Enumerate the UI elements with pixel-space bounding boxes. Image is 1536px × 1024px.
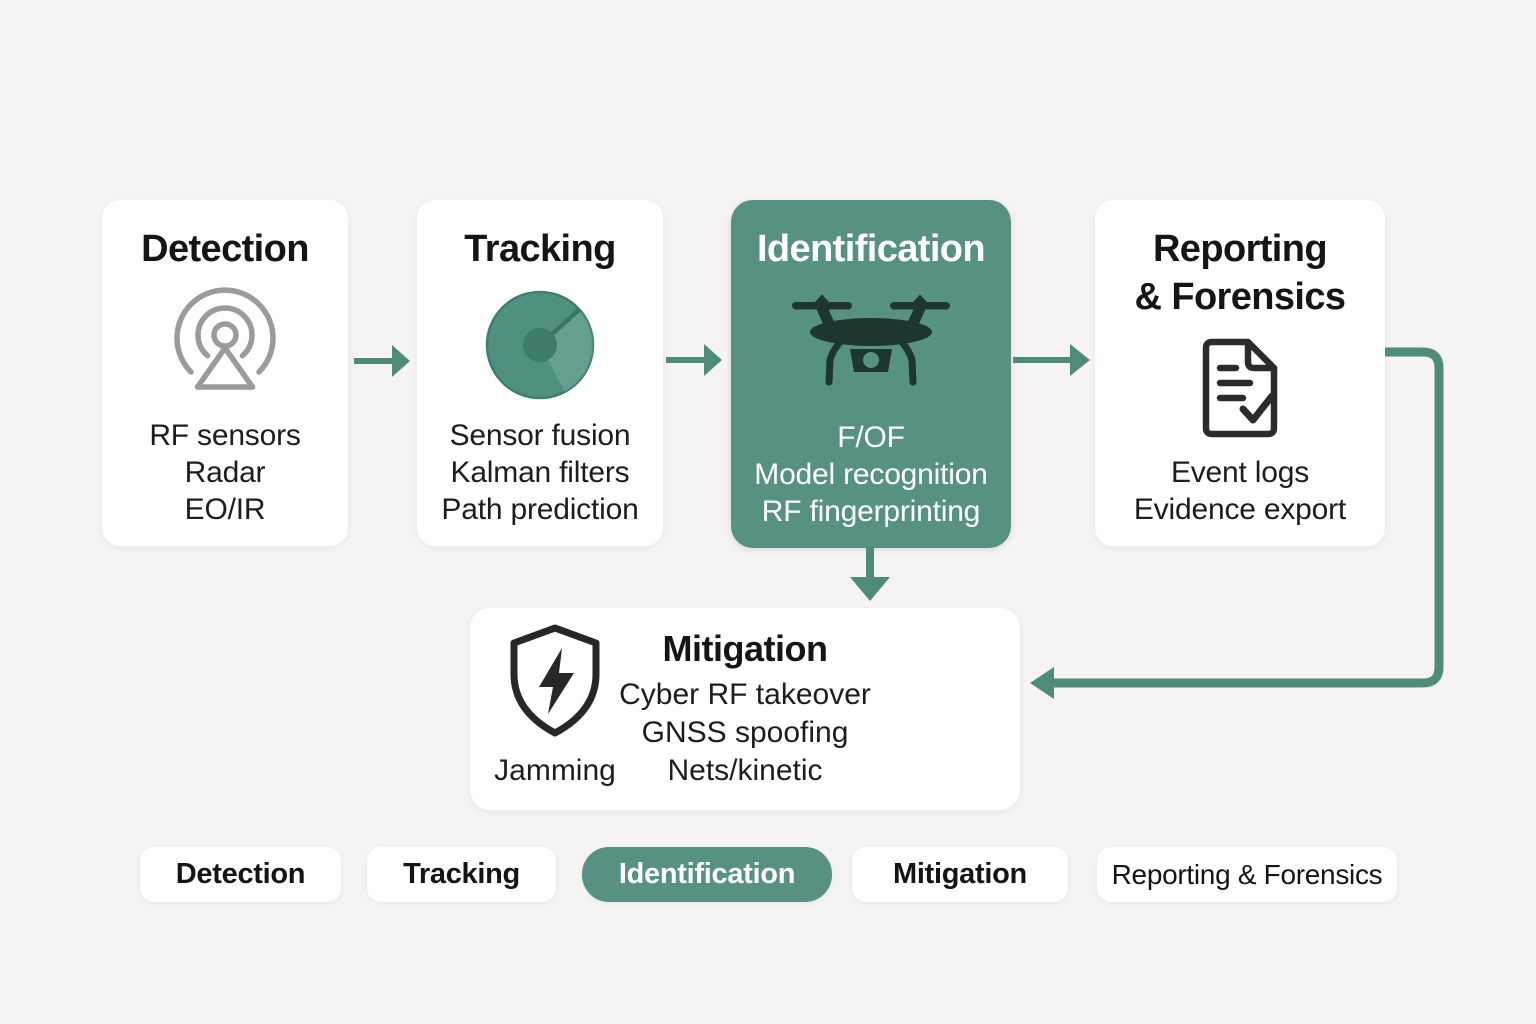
mitigation-item: Nets/kinetic bbox=[667, 754, 823, 787]
stage-item: Kalman filters bbox=[450, 456, 630, 489]
shield-icon-label: Jamming bbox=[494, 754, 616, 787]
stage-item: F/OF bbox=[837, 421, 905, 454]
mitigation-text-block: Mitigation Cyber RF takeover GNSS spoofi… bbox=[590, 628, 900, 790]
mitigation-card[interactable]: Jamming Mitigation Cyber RF takeover GNS… bbox=[470, 608, 1020, 810]
stage-item: Path prediction bbox=[441, 493, 639, 526]
shield-lightning-icon bbox=[505, 622, 605, 745]
stage-item: RF fingerprinting bbox=[761, 495, 981, 528]
tab-mitigation[interactable]: Mitigation bbox=[852, 847, 1068, 902]
stage-item: Model recognition bbox=[754, 458, 988, 491]
antenna-icon bbox=[163, 283, 288, 408]
stage-item: Event logs bbox=[1170, 456, 1310, 489]
stage-items: F/OF Model recognition RF fingerprinting bbox=[754, 419, 988, 530]
drone-icon bbox=[788, 292, 954, 400]
stage-items: Sensor fusion Kalman filters Path predic… bbox=[441, 417, 638, 528]
stage-item: EO/IR bbox=[184, 493, 266, 526]
tab-tracking[interactable]: Tracking bbox=[367, 847, 556, 902]
stage-item: RF sensors bbox=[149, 419, 301, 452]
tab-identification-selected[interactable]: Identification bbox=[582, 847, 832, 902]
stage-card-reporting-forensics[interactable]: Reporting & Forensics Event logs Evidenc… bbox=[1095, 200, 1385, 546]
stage-title: Reporting & Forensics bbox=[1134, 228, 1347, 318]
tab-reporting-forensics[interactable]: Reporting & Forensics bbox=[1097, 847, 1397, 902]
flow-arrow-identification-to-mitigation bbox=[850, 547, 890, 601]
stage-items: RF sensors Radar EO/IR bbox=[149, 417, 301, 528]
stage-item: Evidence export bbox=[1133, 493, 1347, 526]
stage-title: Detection bbox=[141, 228, 309, 270]
stage-card-tracking[interactable]: Tracking Sensor fusion Kalman filters Pa… bbox=[417, 200, 663, 546]
flow-arrow-detection-to-tracking bbox=[354, 345, 410, 377]
stage-title: Tracking bbox=[464, 228, 616, 270]
radar-icon bbox=[484, 289, 596, 401]
stage-title: Identification bbox=[756, 228, 986, 270]
stage-card-detection[interactable]: Detection RF sensors Radar EO/IR bbox=[102, 200, 348, 546]
stage-item: Sensor fusion bbox=[449, 419, 631, 452]
mitigation-title: Mitigation bbox=[662, 628, 828, 669]
document-check-icon bbox=[1196, 336, 1284, 440]
flow-arrow-reporting-to-mitigation-feedback bbox=[1030, 347, 1444, 699]
stage-items: Event logs Evidence export bbox=[1134, 454, 1346, 528]
stage-card-identification[interactable]: Identification F/OF Model recognition RF… bbox=[731, 200, 1011, 548]
mitigation-item: Cyber RF takeover bbox=[619, 678, 871, 711]
stage-item: Radar bbox=[184, 456, 266, 489]
tab-detection[interactable]: Detection bbox=[140, 847, 341, 902]
mitigation-items: Cyber RF takeover GNSS spoofing Nets/kin… bbox=[590, 676, 900, 790]
mitigation-item: GNSS spoofing bbox=[641, 716, 849, 749]
flow-arrow-identification-to-reporting bbox=[1013, 344, 1090, 376]
flow-arrow-tracking-to-identification bbox=[666, 344, 722, 376]
